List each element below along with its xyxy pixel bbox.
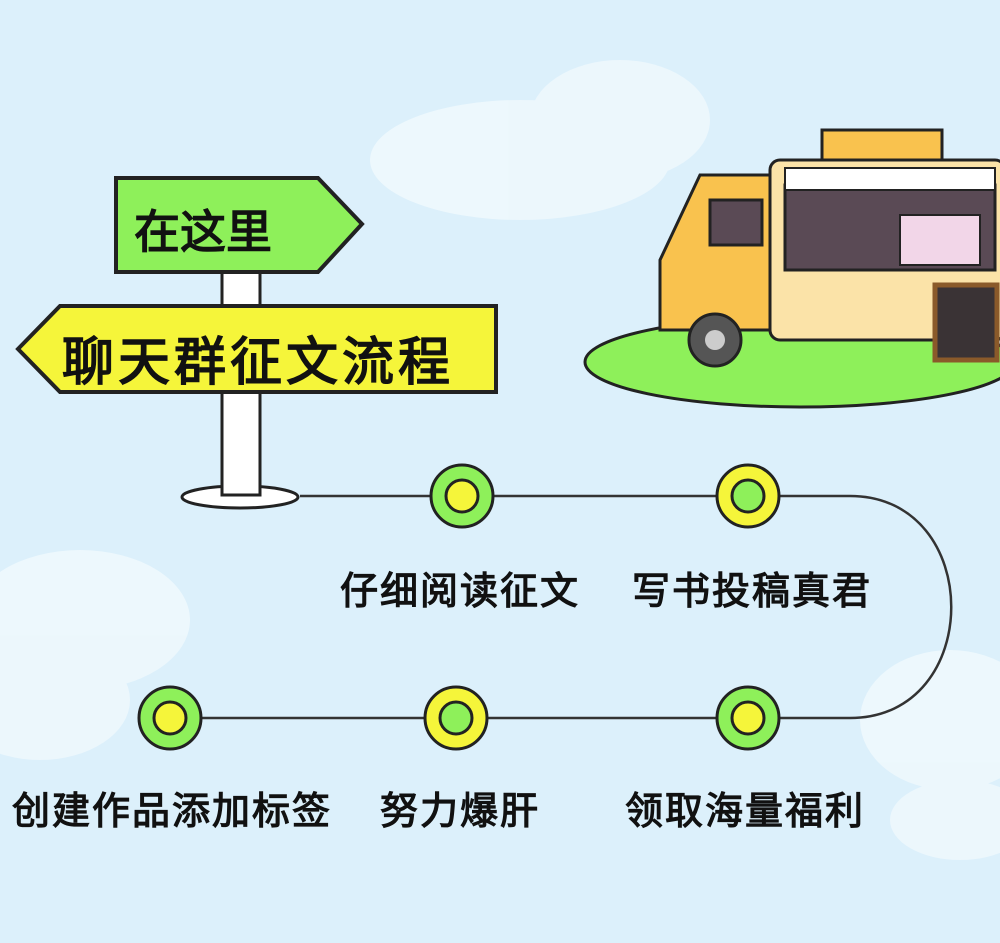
step-dot (137, 685, 203, 751)
step-dot (715, 463, 781, 529)
signpost (15, 176, 498, 510)
step-dot (423, 685, 489, 751)
route-path (170, 494, 953, 720)
cloud-decoration (0, 60, 1000, 860)
step-label: 仔细阅读征文 (339, 569, 581, 613)
step-dot (715, 685, 781, 751)
step-dot (429, 463, 495, 529)
bottom-sign-text: 聊天群征文流程 (62, 333, 455, 393)
top-sign-text: 在这里 (134, 205, 272, 259)
step-label: 领取海量福利 (624, 789, 866, 833)
step-label: 创建作品添加标签 (11, 789, 333, 833)
food-truck-illustration (583, 128, 1000, 409)
step-label: 写书投稿真君 (631, 569, 873, 613)
step-label: 努力爆肝 (379, 789, 541, 833)
